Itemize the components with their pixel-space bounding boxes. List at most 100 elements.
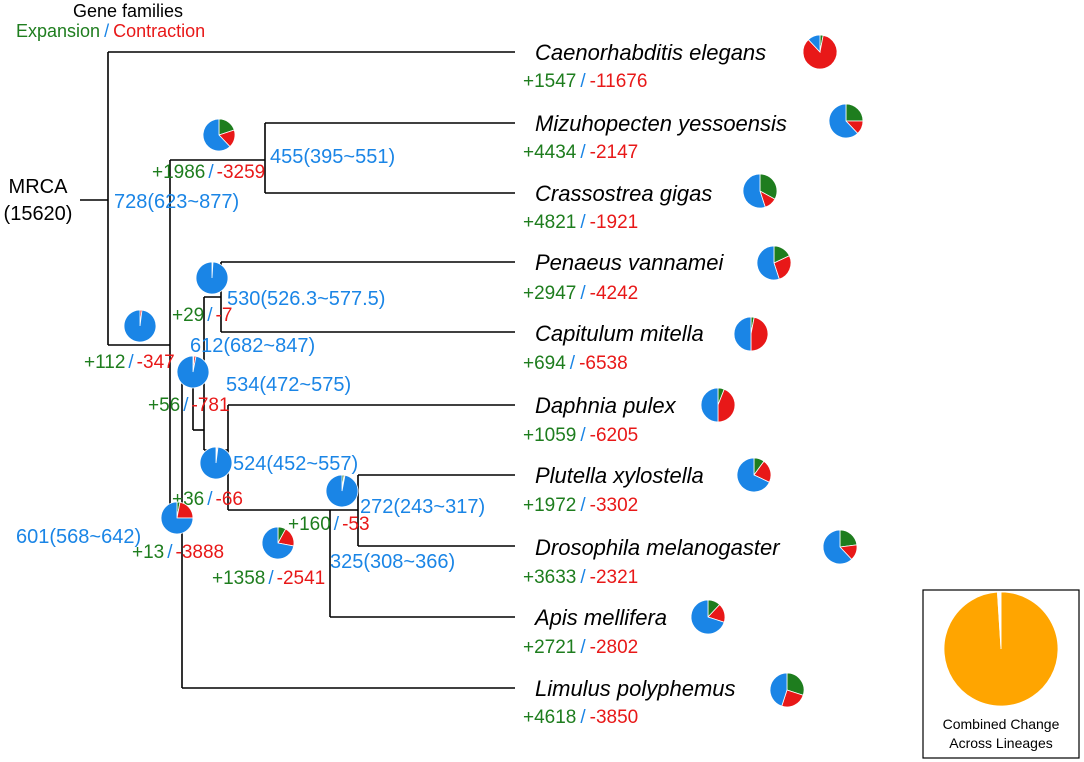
pie-chart	[756, 245, 792, 281]
contraction-count: -2147	[590, 142, 639, 163]
pie-slice-expansion	[845, 103, 864, 122]
pie-chart	[199, 446, 233, 480]
pie-chart	[828, 103, 864, 139]
node-counts: +1986/-3259	[152, 162, 265, 183]
contraction-count: -781	[192, 395, 230, 416]
species-row: Crassostrea gigas +4821/-1921	[523, 181, 712, 233]
pie-chart	[195, 261, 229, 295]
contraction-count: -66	[216, 489, 243, 510]
separator: /	[570, 353, 576, 374]
node-counts: +160/-53	[288, 514, 370, 535]
species-list: Caenorhabditis elegans +1547/-11676 Mizu…	[523, 40, 787, 728]
expansion-count: +2947	[523, 283, 576, 304]
pie-chart	[160, 501, 194, 535]
expansion-count: +29	[172, 305, 204, 326]
separator: /	[580, 707, 586, 728]
pie-slice-unchanged	[733, 316, 752, 352]
pie-chart	[261, 526, 295, 560]
species-counts: +4434/-2147	[523, 142, 638, 163]
pie-slice-unchanged	[742, 173, 766, 209]
pie-slice-unchanged	[700, 387, 719, 423]
contraction-count: -2321	[590, 567, 639, 588]
node-counts: +13/-3888	[132, 542, 224, 563]
node-labels: 455(395~551) +1986/-3259 728(623~877) +1…	[16, 146, 485, 589]
contraction-count: -2802	[590, 637, 639, 658]
pie-chart	[769, 672, 805, 708]
pie-chart	[123, 309, 157, 343]
expansion-count: +4821	[523, 212, 576, 233]
separator: /	[580, 495, 586, 516]
pie-slice-contraction	[773, 255, 792, 280]
pie-slice-unchanged	[195, 261, 229, 295]
expansion-count: +4434	[523, 142, 577, 163]
node-age: 534(472~575)	[226, 374, 351, 396]
separator: /	[580, 142, 586, 163]
pie-chart	[802, 34, 838, 70]
species-counts: +4821/-1921	[523, 212, 638, 233]
species-name: Crassostrea gigas	[535, 181, 712, 206]
pie-slice-unchanged	[690, 599, 725, 635]
species-counts: +1972/-3302	[523, 495, 638, 516]
separator: /	[268, 568, 274, 589]
pie-charts	[123, 34, 864, 708]
contraction-count: -3850	[590, 707, 639, 728]
species-row: Mizuhopecten yessoensis +4434/-2147	[523, 111, 787, 163]
pie-slice-unchanged	[822, 529, 853, 565]
expansion-label: Expansion	[16, 21, 100, 41]
expansion-count: +112	[84, 352, 125, 373]
species-counts: +2947/-4242	[523, 283, 638, 304]
contraction-count: -53	[342, 514, 369, 535]
species-row: Limulus polyphemus +4618/-3850	[523, 676, 736, 728]
pie-chart	[325, 474, 359, 508]
header-legend: Expansion/Contraction	[16, 21, 205, 41]
pie-slice-unchanged	[769, 672, 788, 707]
legend-line2: Across Lineages	[949, 735, 1053, 751]
species-counts: +3633/-2321	[523, 567, 638, 588]
species-name: Caenorhabditis elegans	[535, 40, 766, 65]
species-row: Apis mellifera +2721/-2802	[523, 605, 667, 658]
expansion-count: +1059	[523, 425, 576, 446]
species-name: Penaeus vannamei	[535, 250, 724, 275]
species-row: Plutella xylostella +1972/-3302	[523, 463, 704, 516]
separator: /	[580, 212, 586, 233]
node-age: 455(395~551)	[270, 146, 395, 168]
expansion-count: +3633	[523, 567, 576, 588]
species-name: Drosophila melanogaster	[535, 535, 781, 560]
pie-slice-expansion	[839, 529, 858, 548]
contraction-count: -6205	[590, 425, 639, 446]
node-age: 601(568~642)	[16, 526, 141, 548]
pie-slice-contraction	[717, 388, 736, 423]
pie-slice-unchanged	[160, 501, 194, 535]
separator: /	[580, 71, 586, 92]
header-title: Gene families	[73, 1, 183, 21]
separator: /	[208, 162, 214, 183]
contraction-count: -11676	[590, 71, 648, 92]
pie-slice-unchanged	[176, 355, 210, 389]
expansion-count: +1358	[212, 568, 265, 589]
separator: /	[334, 514, 340, 535]
separator: /	[104, 21, 109, 41]
pie-slice-unchanged	[736, 457, 770, 493]
species-name: Capitulum mitella	[535, 321, 704, 346]
pie-chart	[690, 599, 726, 635]
species-name: Apis mellifera	[533, 605, 667, 630]
pie-chart	[742, 173, 778, 209]
species-row: Daphnia pulex +1059/-6205	[523, 393, 677, 446]
separator: /	[580, 567, 586, 588]
species-name: Mizuhopecten yessoensis	[535, 111, 787, 136]
pie-chart	[700, 387, 736, 423]
contraction-count: -6538	[579, 353, 628, 374]
contraction-count: -1921	[590, 212, 639, 233]
species-name: Daphnia pulex	[535, 393, 677, 418]
contraction-count: -347	[137, 352, 175, 373]
expansion-count: +4618	[523, 707, 576, 728]
separator: /	[580, 637, 586, 658]
node-counts: +112/-347	[84, 352, 175, 373]
pie-slice-unchanged	[828, 103, 859, 139]
pie-slice-unchanged	[325, 474, 359, 508]
species-row: Penaeus vannamei +2947/-4242	[523, 250, 724, 304]
contraction-label: Contraction	[113, 21, 205, 41]
species-name: Limulus polyphemus	[535, 676, 736, 701]
legend-line1: Combined Change	[943, 716, 1060, 732]
node-age: 612(682~847)	[190, 335, 315, 357]
